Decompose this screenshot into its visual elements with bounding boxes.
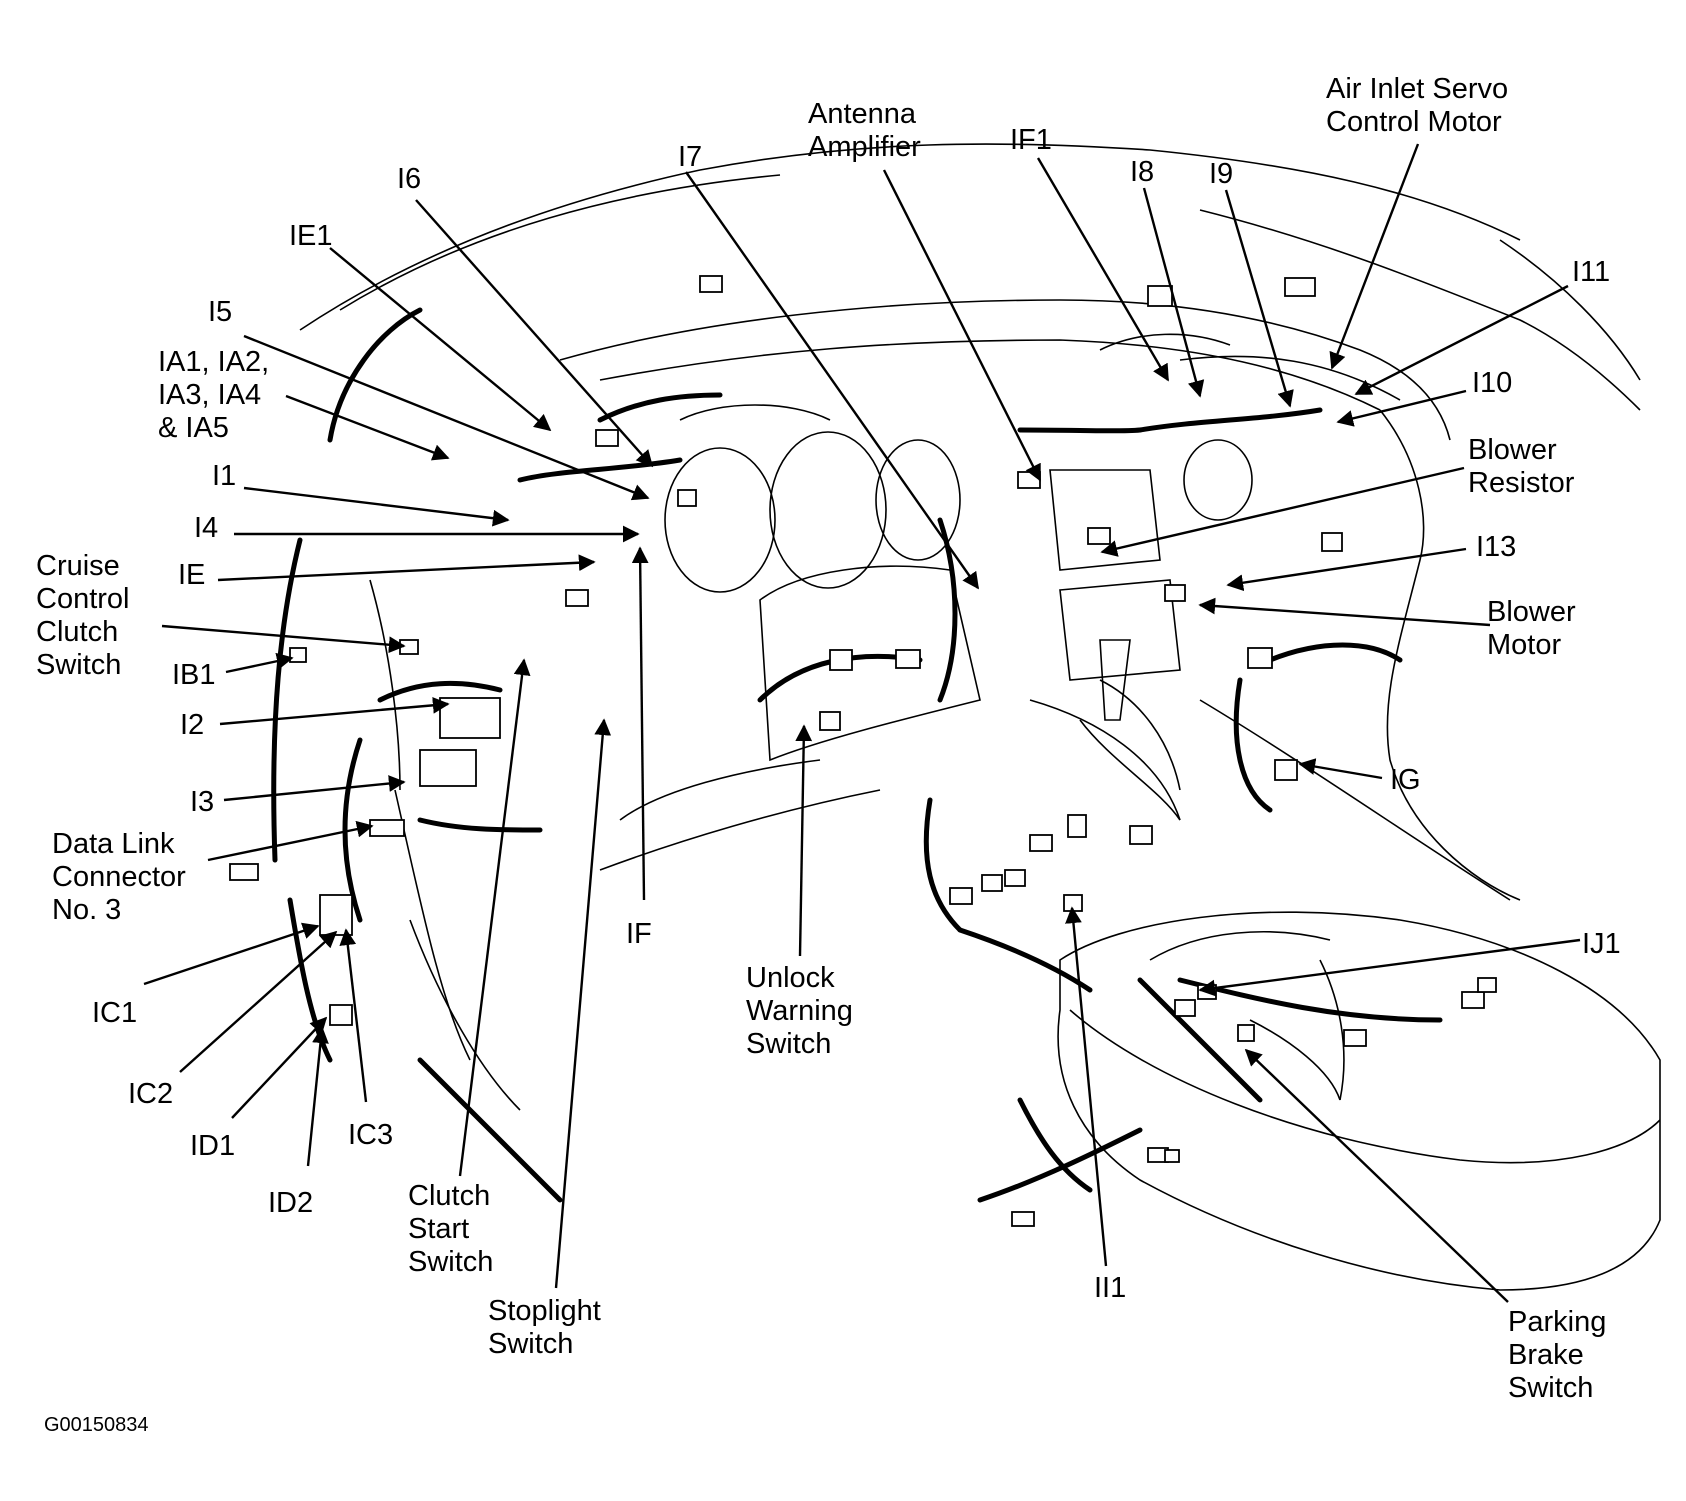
label-stoplight-switch: Stoplight Switch [488,1295,601,1360]
label-cruise-control-clutch-switch: Cruise Control Clutch Switch [36,550,130,681]
label-id2: ID2 [268,1187,314,1219]
label-ie1: IE1 [289,220,333,252]
label-i13: I13 [1476,531,1517,563]
label-i4: I4 [194,512,219,544]
figure-id: G00150834 [44,1414,149,1436]
label-blower-motor: Blower Motor [1487,596,1576,661]
label-if1: IF1 [1010,124,1052,156]
label-ib1: IB1 [172,659,216,691]
label-parking-brake-switch: Parking Brake Switch [1508,1306,1607,1404]
connectors [229,275,1497,1227]
label-ia1-ia5: IA1, IA2, IA3, IA4 & IA5 [158,346,270,444]
label-i7: I7 [678,141,703,173]
label-blower-resistor: Blower Resistor [1468,434,1575,499]
label-i8: I8 [1130,156,1155,188]
leader-lines [143,143,1581,1303]
label-antenna-amplifier: Antenna Amplifier [808,98,921,163]
label-i3: I3 [190,786,215,818]
label-i11: I11 [1572,256,1611,288]
label-unlock-warning-switch: Unlock Warning Switch [746,962,853,1060]
label-i5: I5 [208,296,233,328]
label-if: IF [626,918,652,950]
label-i1: I1 [212,460,237,492]
label-i10: I10 [1472,367,1513,399]
label-clutch-start-switch: Clutch Start Switch [408,1180,494,1278]
label-i6: I6 [397,163,422,195]
label-ic2: IC2 [128,1078,174,1110]
label-ic1: IC1 [92,997,138,1029]
label-id1: ID1 [190,1130,236,1162]
label-ie: IE [178,559,206,591]
label-ii1: II1 [1094,1272,1127,1304]
label-air-inlet-servo-control-motor: Air Inlet Servo Control Motor [1326,73,1509,138]
label-ig: IG [1390,764,1421,796]
dashboard-outline [299,143,1661,1291]
label-ic3: IC3 [348,1119,394,1151]
label-ij1: IJ1 [1582,928,1621,960]
label-i9: I9 [1209,158,1234,190]
label-i2: I2 [180,709,205,741]
label-data-link-connector-no3: Data Link Connector No. 3 [52,828,186,926]
